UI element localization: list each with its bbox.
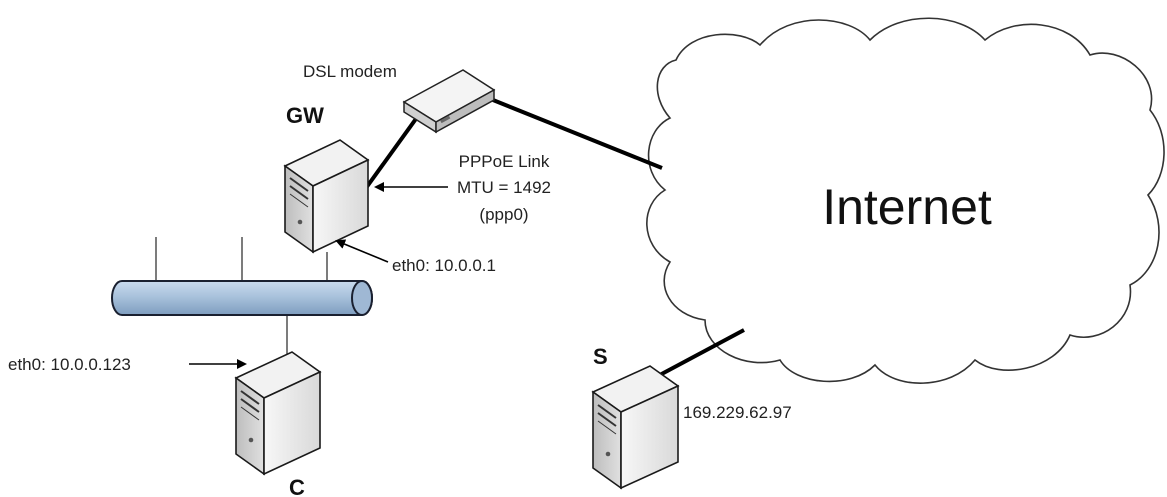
gw-eth0-arrow (335, 239, 389, 263)
c-eth0-label: eth0: 10.0.0.123 (8, 355, 131, 374)
s-label: S (593, 344, 608, 369)
ethernet-bus-icon (111, 280, 373, 316)
mtu-label: MTU = 1492 (457, 178, 551, 197)
modem-internet-link (492, 98, 663, 170)
gw-modem-link (364, 114, 420, 190)
gw-eth0-label: eth0: 10.0.0.1 (392, 256, 496, 275)
ppp0-label: (ppp0) (479, 205, 528, 224)
s-internet-link (655, 328, 745, 379)
s-ip-label: 169.229.62.97 (683, 403, 792, 422)
dsl-modem-label: DSL modem (303, 62, 397, 81)
c-label: C (289, 475, 305, 497)
gw-label: GW (286, 103, 324, 128)
pppoe-link-label: PPPoE Link (459, 152, 550, 171)
gw-server-icon (283, 139, 370, 254)
s-server-icon (591, 365, 680, 490)
c-server-icon (234, 351, 322, 476)
internet-label: Internet (822, 179, 992, 235)
cloud-outline (646, 17, 1165, 384)
internet-cloud-icon: Internet (646, 17, 1165, 384)
dsl-modem-icon (402, 69, 496, 134)
